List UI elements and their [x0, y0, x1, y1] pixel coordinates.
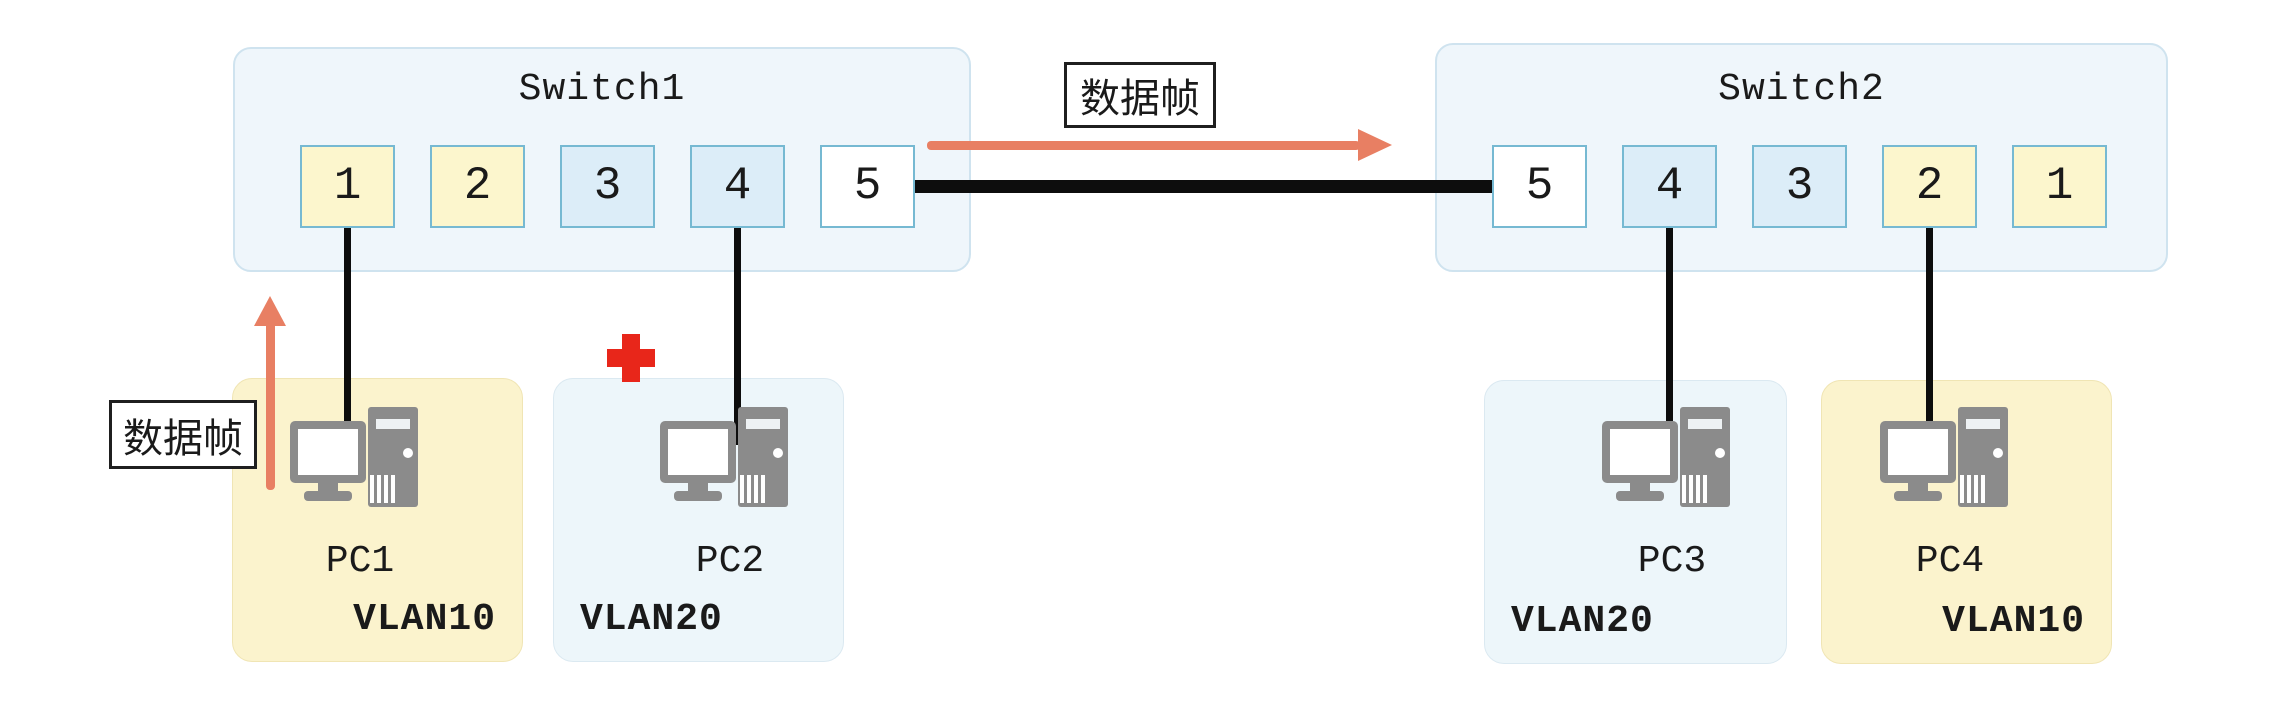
pc1-name: PC1 [325, 540, 395, 583]
link-switch2-port2-pc4 [1926, 227, 1933, 445]
switch2-title: Switch2 [1718, 68, 1885, 111]
switch2-port-4: 4 [1622, 145, 1717, 228]
switch1-port-2: 2 [430, 145, 525, 228]
blocked-cross-horizontal-bar [607, 349, 655, 367]
pc2-box: VLAN20 [553, 378, 844, 662]
link-switch2-port4-pc3 [1666, 227, 1673, 445]
pc4-name: PC4 [1915, 540, 1985, 583]
data-frame-arrow-up-head [254, 296, 286, 326]
pc3-vlan-label: VLAN20 [1511, 600, 1654, 643]
pc1-vlan-label: VLAN10 [353, 598, 496, 641]
data-frame-label-left: 数据帧 [109, 400, 257, 469]
data-frame-arrow-right-head [1358, 129, 1392, 161]
data-frame-arrow-up [266, 322, 275, 490]
data-frame-arrow-right [927, 141, 1360, 150]
pc3-name: PC3 [1637, 540, 1707, 583]
data-frame-label-top: 数据帧 [1064, 62, 1216, 128]
switch2-port-3: 3 [1752, 145, 1847, 228]
pc2-computer-icon [660, 407, 788, 507]
link-switch1-port4-pc2 [734, 227, 741, 445]
switch2-port-5: 5 [1492, 145, 1587, 228]
switch1-title: Switch1 [518, 68, 686, 111]
pc4-vlan-label: VLAN10 [1942, 600, 2085, 643]
pc4-box: VLAN10 [1821, 380, 2112, 664]
link-switch1-port1-pc1 [344, 227, 351, 445]
switch2-port-2: 2 [1882, 145, 1977, 228]
pc3-computer-icon [1602, 407, 1730, 507]
pc2-vlan-label: VLAN20 [580, 598, 723, 641]
pc2-name: PC2 [695, 540, 765, 583]
switch2-port-1: 1 [2012, 145, 2107, 228]
pc1-computer-icon [290, 407, 418, 507]
switch1-port-3: 3 [560, 145, 655, 228]
pc4-computer-icon [1880, 407, 2008, 507]
switch1-port-4: 4 [690, 145, 785, 228]
switch1-port-5: 5 [820, 145, 915, 228]
switch1-port-1: 1 [300, 145, 395, 228]
trunk-link-switch1-switch2 [908, 180, 1495, 193]
blocked-cross-icon [607, 334, 655, 382]
